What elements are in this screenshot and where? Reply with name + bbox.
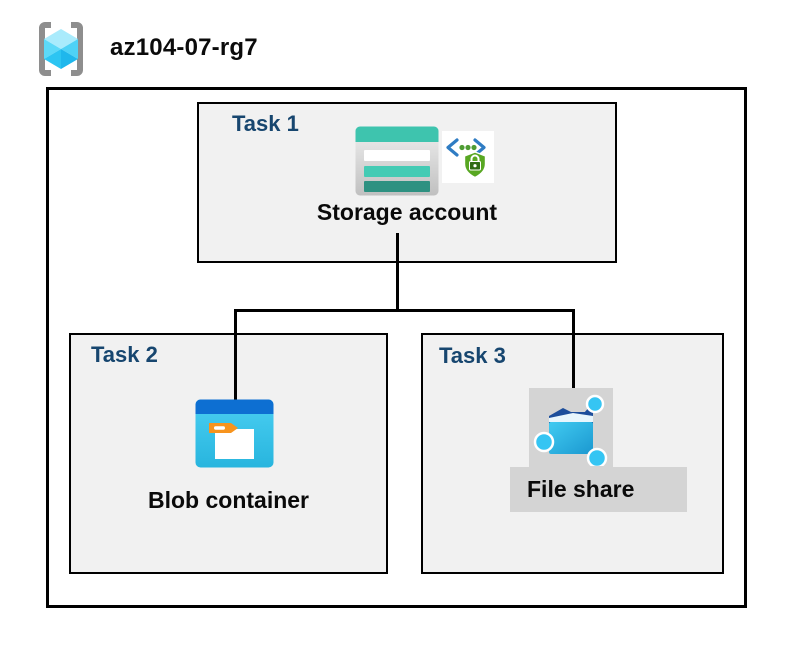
connector-horizontal: [234, 309, 575, 312]
file-share-label-band: File share: [510, 467, 687, 512]
task3-label: Task 3: [439, 343, 506, 368]
secure-access-icon: [442, 131, 494, 183]
connector-to-task3: [572, 309, 575, 393]
storage-account-label: Storage account: [316, 199, 498, 225]
connector-task1-stem: [396, 233, 399, 312]
blob-container-icon: [195, 399, 274, 468]
task2-label: Task 2: [91, 342, 158, 367]
connector-to-task2: [234, 309, 237, 404]
file-share-label: File share: [527, 476, 635, 502]
resource-group-name: az104-07-rg7: [110, 34, 258, 61]
task1-label: Task 1: [232, 111, 299, 136]
blob-container-label: Blob container: [147, 487, 309, 513]
file-share-icon: [533, 392, 609, 466]
storage-account-icon: [355, 126, 439, 196]
resource-group-icon: [30, 18, 92, 80]
